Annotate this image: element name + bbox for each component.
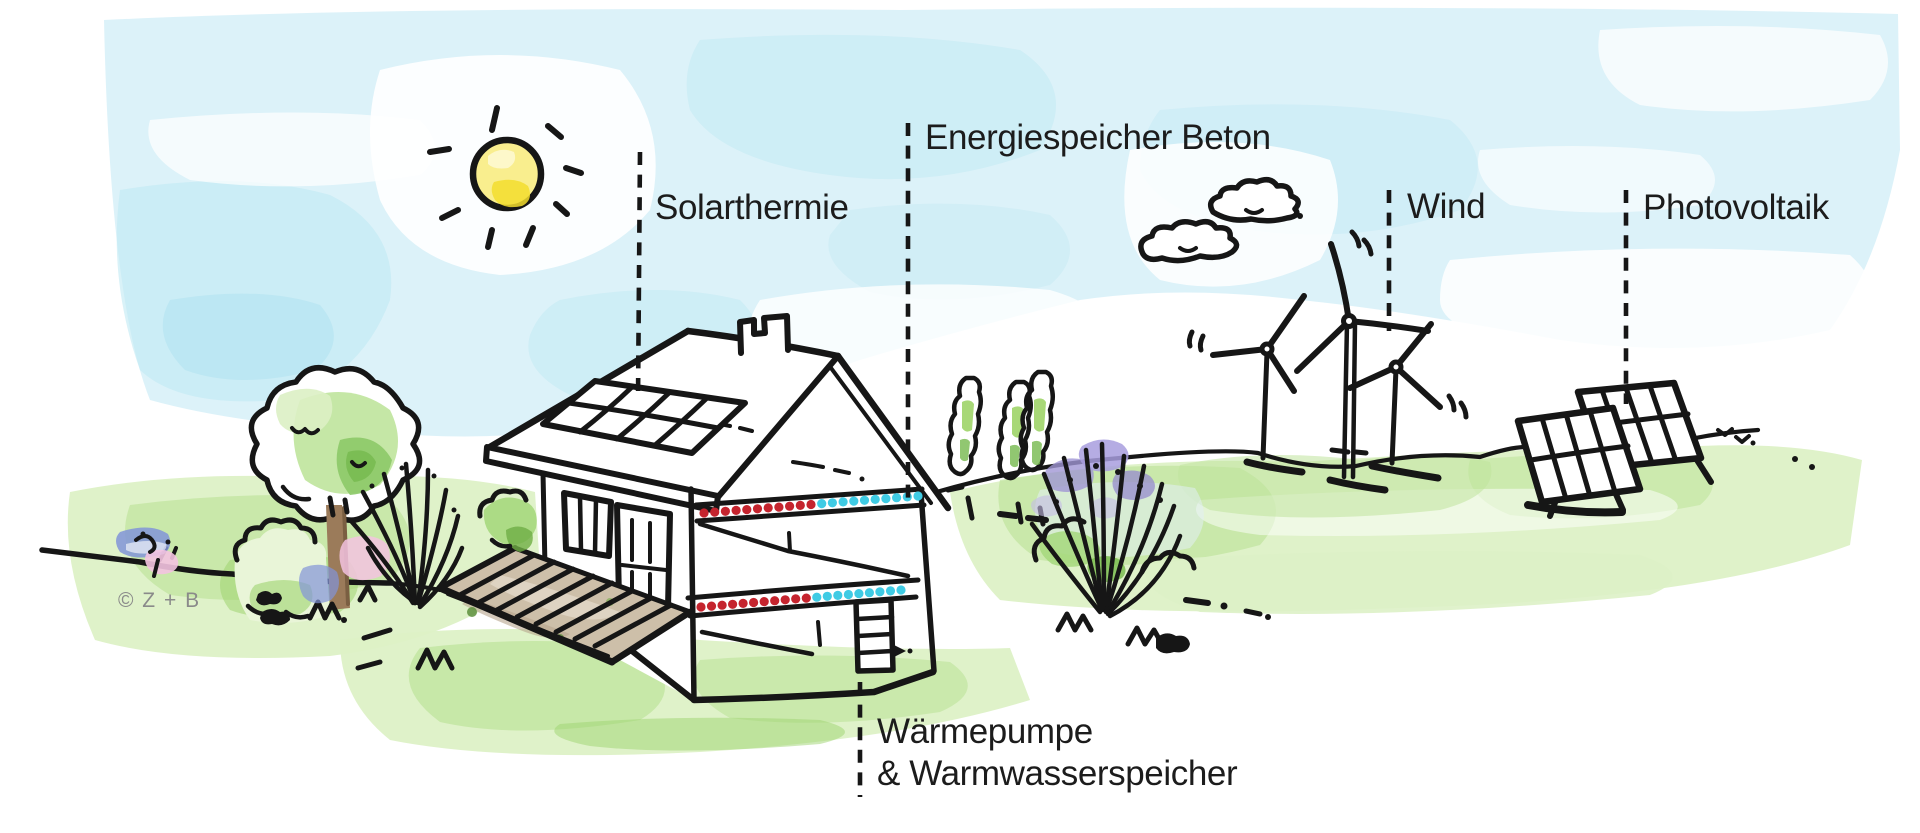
- warm-dot: [774, 502, 784, 512]
- photovoltaik-label: Photovoltaik: [1643, 188, 1830, 227]
- cold-dot: [854, 589, 864, 599]
- cold-dot: [885, 586, 896, 596]
- poplar-trees: [945, 369, 1055, 527]
- wind-turbine: [1347, 321, 1443, 482]
- cold-dot: [864, 588, 875, 598]
- warm-dot: [806, 499, 816, 510]
- house: [436, 313, 952, 704]
- deck-planks: [455, 552, 674, 649]
- valve-mark: [894, 645, 906, 657]
- warm-dot: [720, 506, 731, 516]
- bushes-at-wall: [477, 488, 537, 552]
- copyright-credit: © Z + B: [118, 589, 201, 612]
- wind-label: Wind: [1407, 187, 1485, 226]
- warm-dot: [717, 600, 727, 610]
- warm-dot: [728, 599, 738, 609]
- bushes-left: [232, 517, 390, 626]
- poplar-tree: [946, 375, 983, 521]
- energiespeicher-label: Energiespeicher Beton: [925, 118, 1271, 157]
- warm-dot: [749, 597, 759, 608]
- warm-dot: [763, 503, 773, 513]
- warm-dot: [795, 500, 805, 510]
- sky-wash: [104, 7, 1900, 437]
- warm-dot: [770, 596, 780, 606]
- warm-dot: [710, 507, 720, 517]
- cold-dot: [875, 587, 885, 597]
- ornamental-grass-left: [349, 461, 465, 671]
- callout-solarthermie: Solarthermie: [635, 151, 849, 401]
- warm-dot: [738, 598, 748, 609]
- warm-dot: [759, 597, 769, 607]
- cold-dot: [913, 491, 923, 501]
- cold-dot: [859, 495, 870, 505]
- warm-dot: [742, 505, 752, 515]
- poplar-tree: [1018, 369, 1055, 527]
- wind-turbine: [1210, 293, 1307, 476]
- wind-turbine: [1294, 241, 1431, 494]
- warm-dot: [731, 505, 741, 515]
- cold-dot: [896, 585, 906, 595]
- cold-dot: [822, 591, 832, 601]
- clouds: [1138, 177, 1303, 264]
- cold-dot: [838, 497, 848, 507]
- warm-dot: [780, 595, 790, 605]
- callouts: Solarthermie Energiespeicher Beton Wind …: [635, 118, 1830, 797]
- cloud: [1138, 219, 1240, 264]
- callout-energiespeicher-beton: Energiespeicher Beton: [905, 118, 1271, 503]
- heat-pump-unit: [853, 597, 913, 674]
- flowering-shrub-right: [1029, 439, 1271, 654]
- pv-panels: [1514, 379, 1714, 519]
- chimney: [737, 313, 791, 356]
- gable-wall: [718, 356, 948, 508]
- wind-motion-marks: [1186, 229, 1469, 420]
- warm-dot: [791, 594, 801, 604]
- window: [561, 490, 614, 559]
- cold-dot: [892, 493, 902, 503]
- solarthermie-label: Solarthermie: [655, 188, 849, 227]
- sun: [427, 105, 584, 250]
- wind-turbines: [1186, 229, 1469, 494]
- warm-dot: [696, 602, 706, 612]
- callout-photovoltaik: Photovoltaik: [1623, 188, 1830, 404]
- warm-dot: [801, 593, 811, 603]
- heating-dots-lower: [696, 585, 906, 612]
- callout-waermepumpe: Wärmepumpe & Warmwasserspeicher: [857, 682, 1238, 797]
- cold-dot: [849, 496, 859, 506]
- tree: [248, 365, 423, 610]
- warm-dot: [699, 508, 709, 518]
- pv-panel-front: [1514, 404, 1644, 519]
- cold-dot: [843, 589, 854, 600]
- cold-dot: [812, 592, 822, 602]
- warm-dot: [752, 504, 763, 514]
- cloud: [1207, 177, 1301, 224]
- warm-dot: [785, 501, 795, 511]
- solarthermie-leader-line: [635, 151, 643, 401]
- cold-dot: [817, 499, 827, 509]
- flower-meadow-left: [116, 527, 179, 578]
- solar-thermal-collector: [540, 378, 748, 456]
- callout-wind: Wind: [1386, 187, 1486, 331]
- wooden-deck: [436, 545, 694, 666]
- waermepumpe-label-line2: & Warmwasserspeicher: [877, 754, 1238, 793]
- cold-dot: [881, 494, 891, 504]
- cold-dot: [870, 494, 880, 504]
- sun-rays: [427, 105, 584, 250]
- cold-dot: [833, 590, 843, 601]
- waermepumpe-label-line1: Wärmepumpe: [877, 712, 1093, 751]
- warm-dot: [706, 601, 717, 611]
- cold-dot: [827, 498, 838, 508]
- cutaway-section: [685, 486, 937, 704]
